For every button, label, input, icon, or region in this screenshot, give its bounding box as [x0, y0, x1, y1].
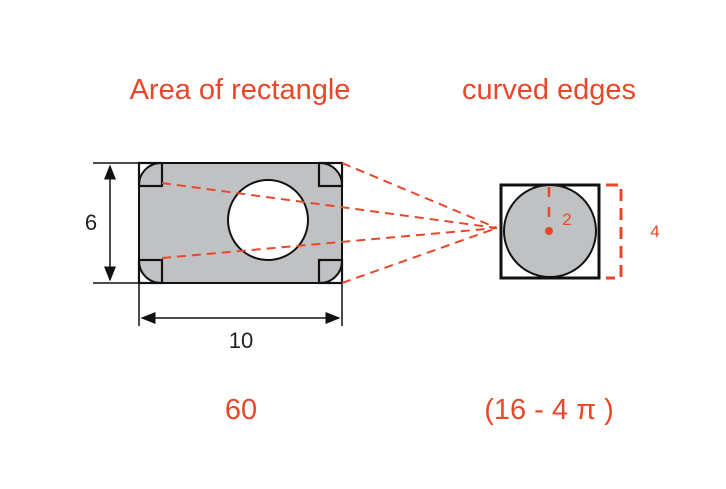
width-dimension [138, 283, 343, 326]
corner-squares [137, 161, 344, 285]
result-rectangle-area: 60 [224, 394, 258, 426]
side-label: 4 [650, 222, 659, 241]
title-area-of-rectangle: Area of rectangle [129, 74, 351, 106]
width-label: 10 [229, 328, 253, 353]
title-curved-edges: curved edges [461, 74, 637, 106]
curved-edge-detail [499, 183, 623, 280]
height-label: 6 [85, 210, 97, 235]
side-bracket [606, 183, 623, 280]
radius-label: 2 [562, 210, 571, 229]
projection-lines [161, 162, 498, 284]
result-curved-edges: (16 - 4 π ) [484, 394, 614, 426]
rounded-rectangle-plate [138, 162, 343, 284]
center-dot [545, 227, 553, 235]
height-dimension [93, 162, 139, 284]
